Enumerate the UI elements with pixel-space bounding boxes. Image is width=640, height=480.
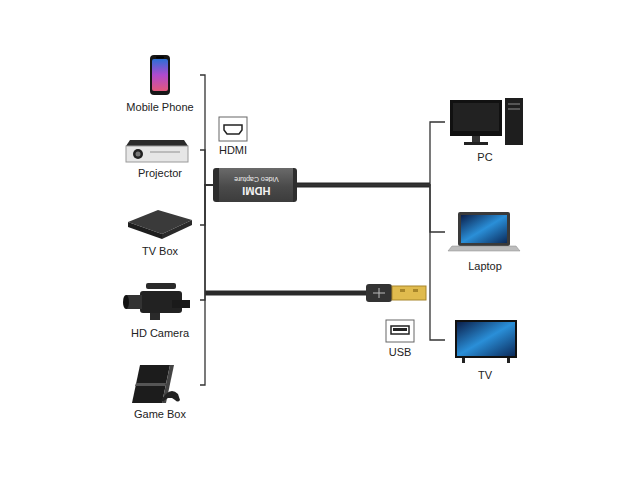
device-node: PC bbox=[445, 95, 525, 164]
connector-line bbox=[200, 150, 213, 185]
brand-text: HDMI bbox=[242, 185, 270, 196]
device-node: Laptop bbox=[445, 208, 525, 273]
phone-icon bbox=[150, 55, 170, 95]
device-label: TV Box bbox=[142, 244, 178, 258]
console-icon bbox=[132, 365, 180, 403]
device-node: Game Box bbox=[120, 360, 200, 421]
device-label: Laptop bbox=[468, 259, 502, 273]
laptop-icon bbox=[448, 212, 520, 251]
product-text: Video Capture bbox=[234, 174, 279, 185]
device-label: HD Camera bbox=[131, 326, 189, 340]
usb-port-symbol bbox=[386, 320, 414, 342]
hdmi-port-symbol bbox=[219, 117, 247, 141]
device-label: Projector bbox=[138, 166, 182, 180]
device-node: Projector bbox=[120, 130, 200, 180]
device-label: Mobile Phone bbox=[126, 100, 193, 114]
connector-line bbox=[297, 185, 445, 232]
device-node: Mobile Phone bbox=[120, 52, 200, 114]
dongle-print: HDMIVideo Capture bbox=[234, 174, 279, 196]
tvbox-icon bbox=[128, 210, 192, 239]
connector-line bbox=[200, 185, 213, 225]
camera-icon bbox=[123, 283, 190, 320]
usb-cable bbox=[205, 291, 372, 296]
connector-line bbox=[297, 122, 445, 185]
device-label: TV bbox=[478, 368, 492, 382]
device-node: HD Camera bbox=[120, 278, 200, 340]
pc-icon bbox=[450, 98, 523, 145]
projector-icon bbox=[126, 140, 188, 162]
connector-line bbox=[200, 75, 213, 185]
tv-icon bbox=[455, 320, 517, 363]
connector-line bbox=[297, 185, 445, 340]
device-node: TV Box bbox=[120, 200, 200, 258]
connector-line bbox=[200, 185, 213, 300]
capture-dongle: HDMIVideo Capture bbox=[213, 168, 297, 202]
device-label: Game Box bbox=[134, 407, 186, 421]
port-label: USB bbox=[375, 345, 425, 359]
port-label: HDMI bbox=[208, 143, 258, 157]
device-node: TV bbox=[445, 318, 525, 382]
connector-line bbox=[200, 185, 213, 385]
device-label: PC bbox=[477, 150, 492, 164]
usb-plug bbox=[366, 284, 426, 302]
